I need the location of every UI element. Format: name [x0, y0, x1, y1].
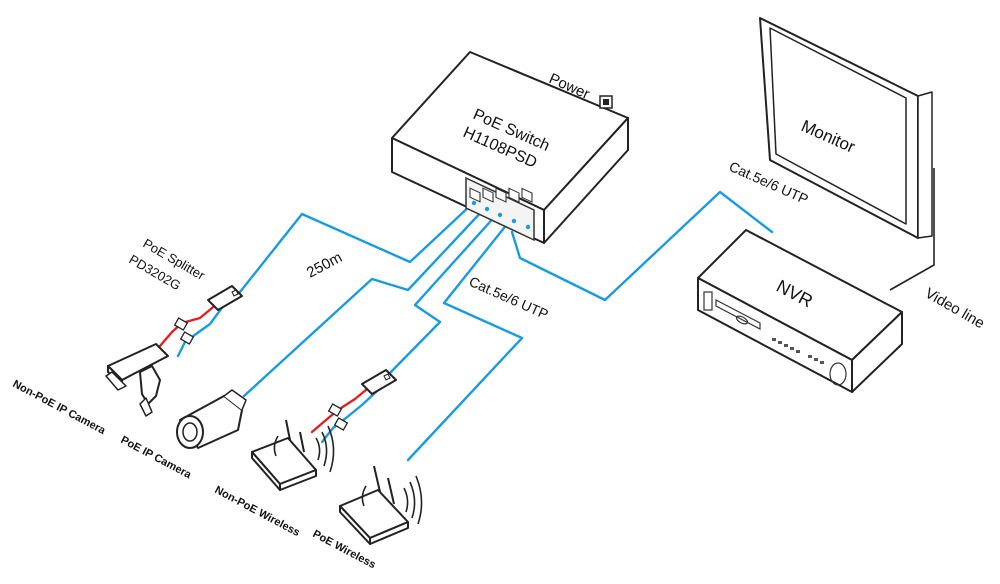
label-non-poe-ip-camera: Non-PoE IP Camera	[11, 378, 108, 437]
label-non-poe-wireless: Non-PoE Wireless	[213, 484, 302, 539]
non-poe-wireless-ap	[251, 419, 335, 491]
connector-camera-plugs	[173, 317, 195, 345]
cable-splitter-wireless-blue	[320, 389, 379, 444]
poe-switch: PoE Switch H1108PSD	[391, 51, 629, 244]
nvr: NVR	[697, 229, 903, 393]
cable-switch-to-poe-camera	[242, 206, 487, 398]
wifi-signal-icon	[273, 425, 335, 473]
cable-switch-to-camera-splitter	[238, 202, 474, 294]
power-outlet-icon	[599, 95, 613, 109]
connector-wireless-plugs	[327, 403, 349, 431]
nvr-front-panel	[703, 291, 847, 386]
wifi-signal-icon	[361, 475, 423, 525]
cable-switch-to-poe-wireless	[406, 216, 524, 462]
poe-splitter-camera	[207, 285, 243, 311]
cable-label-cat-mid: Cat.5e/6 UTP	[467, 273, 551, 322]
switch-ports	[469, 187, 533, 203]
cable-video-line	[889, 168, 935, 291]
cable-switch-to-nvr	[510, 190, 774, 302]
non-poe-ip-camera	[105, 343, 169, 417]
poe-splitter-wireless	[361, 369, 397, 395]
poe-wireless-ap	[339, 465, 423, 545]
monitor: Monitor	[759, 17, 933, 239]
cable-label-distance: 250m	[304, 249, 345, 282]
nvr-buttons	[772, 338, 824, 364]
cable-splitter-camera-blue	[176, 303, 226, 358]
cable-switch-to-wireless-splitter	[383, 211, 500, 380]
video-line-label: Video line	[922, 285, 987, 333]
poe-ip-camera	[176, 389, 247, 449]
